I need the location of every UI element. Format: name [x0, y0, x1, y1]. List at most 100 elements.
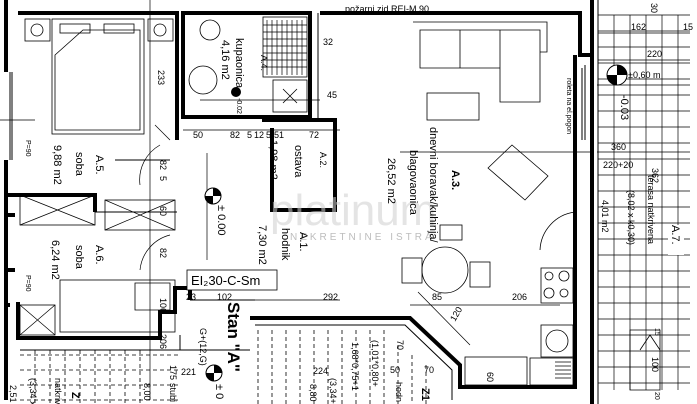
shutter-note: roleta na el.pogon	[565, 78, 572, 134]
level-hall: ± 0.00	[215, 205, 227, 236]
level-markers	[204, 64, 628, 382]
svg-text:206: 206	[158, 334, 168, 349]
svg-text:soba: soba	[73, 245, 85, 270]
terrace-tiles	[597, 14, 690, 390]
svg-text:206: 206	[512, 292, 527, 302]
svg-text:stubi: stubi	[168, 383, 178, 402]
svg-text:P=90: P=90	[24, 140, 31, 157]
svg-text:32: 32	[323, 37, 333, 47]
level-marker-icon	[231, 87, 241, 97]
svg-text:51: 51	[274, 130, 284, 140]
fire-door-box	[186, 269, 278, 291]
svg-text:70: 70	[424, 365, 434, 375]
svg-text:hodnik: hodnik	[279, 228, 291, 261]
room-a5-label: A.5. soba 9,88 m2 P=90	[24, 140, 105, 185]
stairs	[20, 329, 661, 404]
svg-text:5: 5	[247, 130, 252, 140]
svg-text:106: 106	[158, 298, 168, 313]
svg-text:soba: soba	[73, 152, 85, 177]
svg-text:(3,34+: (3,34+	[328, 378, 338, 404]
svg-text:23: 23	[186, 292, 196, 302]
svg-text:233: 233	[156, 70, 166, 85]
svg-text:NEKRETNINE ISTRA: NEKRETNINE ISTRA	[290, 232, 435, 243]
svg-text:26,52 m2: 26,52 m2	[385, 158, 397, 204]
room-a4-label: kupaonica 4,16 m2 A.4.	[219, 38, 269, 89]
svg-text:A.4.: A.4.	[259, 55, 269, 71]
level-terrace: ±0,60 m	[628, 70, 660, 80]
corner-sofa	[413, 21, 548, 103]
svg-text:A.7.: A.7.	[669, 225, 681, 245]
svg-text:60: 60	[158, 206, 168, 216]
shower-tray	[262, 16, 308, 78]
svg-text:175: 175	[168, 365, 178, 380]
svg-text:A.2.: A.2.	[318, 152, 328, 168]
svg-text:50: 50	[193, 130, 203, 140]
coffee-table	[426, 92, 480, 121]
wardrobe	[104, 199, 176, 231]
svg-text:dnevni boravak/kuhinja/: dnevni boravak/kuhinja/	[427, 127, 439, 244]
dining-table	[421, 246, 469, 294]
toilet-icon	[188, 65, 218, 95]
svg-text:362: 362	[650, 168, 660, 183]
svg-text:12: 12	[254, 130, 264, 140]
svg-text:1,98 m2: 1,98 m2	[267, 140, 279, 180]
armchair	[487, 144, 549, 201]
svg-text:50: 50	[390, 365, 400, 375]
bedroom-furniture	[19, 18, 176, 336]
svg-text:8,00: 8,00	[142, 383, 152, 401]
dimension-labels: 233 32 45 50 82 5 12 5 51 72 82 5 60 82 …	[8, 3, 693, 403]
watermark-logo: platinum NEKRETNINE ISTRA	[270, 186, 436, 243]
washing-machine	[272, 79, 308, 113]
svg-text:G+(12,G): G+(12,G)	[198, 328, 208, 366]
svg-text:82: 82	[230, 130, 240, 140]
svg-text:1,68*0,75+1: 1,68*0,75+1	[350, 342, 360, 391]
svg-text:162: 162	[631, 22, 646, 32]
room-a1-label: A.1. hodnik 7,30 m2	[256, 225, 309, 265]
svg-text:terasa natkrivena: terasa natkrivena	[646, 175, 656, 244]
svg-text:6,24 m2: 6,24 m2	[49, 240, 61, 280]
level-terrace-drop: -0.03	[618, 95, 630, 120]
svg-text:15: 15	[653, 328, 660, 336]
svg-text:A.1.: A.1.	[297, 232, 309, 252]
svg-text:P=90: P=90	[24, 275, 31, 292]
bathroom-fixtures	[188, 16, 308, 113]
svg-text:Z: Z	[69, 392, 81, 399]
svg-text:8,80: 8,80	[308, 384, 318, 402]
svg-text:(8,02 x k0,30): (8,02 x k0,30)	[626, 190, 636, 245]
living-furniture	[401, 21, 586, 386]
svg-text:82: 82	[158, 248, 168, 258]
room-a3-label: A.3. dnevni boravak/kuhinja/ blagovaonic…	[385, 127, 461, 244]
svg-text:60: 60	[485, 372, 495, 382]
svg-text:292: 292	[323, 292, 338, 302]
room-a6-label: A.6. soba 6,24 m2 P=90	[24, 240, 105, 292]
room-a2-label: ostava 1,98 m2 A.2.	[267, 140, 328, 180]
svg-text:kupaonica: kupaonica	[233, 38, 245, 89]
svg-text:15: 15	[683, 22, 693, 32]
svg-text:85: 85	[432, 292, 442, 302]
stove-icon	[540, 267, 574, 304]
double-bed	[51, 18, 145, 135]
apartment-label: Stan "A"	[224, 302, 243, 372]
svg-text:45: 45	[327, 90, 337, 100]
svg-text:platinum: platinum	[270, 186, 436, 235]
fire-wall-note: požarni zid REI-M 90	[345, 4, 429, 14]
svg-text:9,88 m2: 9,88 m2	[51, 145, 63, 185]
room-a7-label: A.7. terasa natkrivena (8,02 x k0,30) 4,…	[600, 175, 684, 255]
svg-text:20: 20	[653, 392, 660, 400]
svg-text:blagovaonica: blagovaonica	[407, 150, 419, 216]
svg-text:hodn: hodn	[394, 382, 404, 402]
svg-text:224: 224	[313, 366, 328, 376]
fire-door-label: EI₂30-C-Sm	[191, 273, 260, 288]
svg-text:A.6.: A.6.	[93, 245, 105, 265]
svg-text:102: 102	[217, 292, 232, 302]
svg-text:100: 100	[650, 357, 660, 372]
svg-text:120: 120	[448, 305, 464, 323]
svg-text:A.3.: A.3.	[449, 170, 461, 190]
svg-text:(3,34 x: (3,34 x	[28, 378, 38, 404]
svg-text:360: 360	[611, 142, 626, 152]
svg-text:30: 30	[649, 3, 659, 13]
level-symbol-icon	[205, 188, 221, 204]
kitchen-sink	[529, 357, 574, 386]
single-bed	[59, 279, 176, 333]
svg-text:82: 82	[158, 160, 168, 170]
